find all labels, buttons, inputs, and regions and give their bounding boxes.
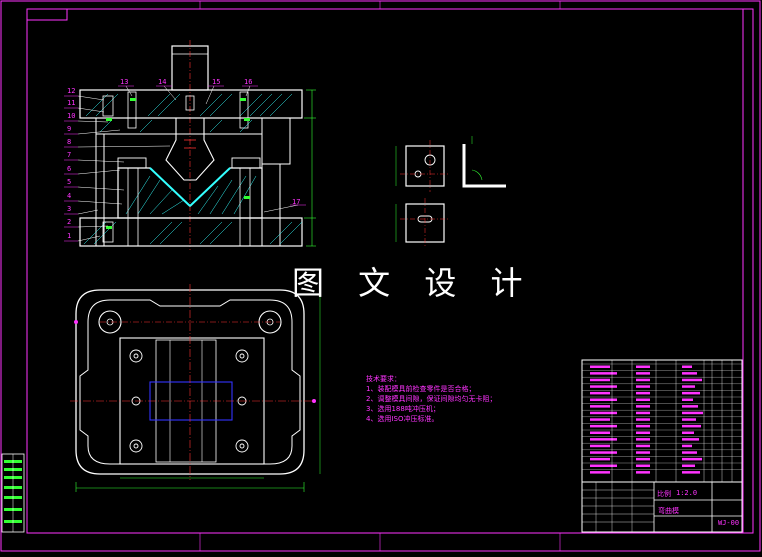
drawing-code: WJ-00: [718, 519, 740, 527]
part-number-label: 9: [67, 125, 72, 133]
front-section-view: [64, 40, 316, 250]
part-number-label: 11: [67, 99, 76, 107]
corner-code-box: [26, 8, 68, 21]
part-number-label: 1: [67, 232, 72, 240]
watermark-text: 图 文 设 计: [292, 264, 535, 302]
drawing-name: 弯曲模: [658, 507, 679, 515]
tech-note-3: 3、选用188吨冲压机；: [366, 405, 440, 413]
part-number-label: 16: [244, 78, 253, 86]
scale-label: 比例: [657, 490, 671, 498]
part-number-label: 14: [158, 78, 167, 86]
technical-notes: 技术要求： 1、装配模具前检查零件是否合格； 2、调整模具间隙，保证间隙均匀无卡…: [366, 374, 496, 424]
scale-value: 1:2.0: [676, 489, 698, 497]
part-number-label: 7: [67, 151, 72, 159]
part-number-label: 5: [67, 178, 72, 186]
inner-frame: [26, 8, 754, 534]
part-number-label: 10: [67, 112, 76, 120]
tech-notes-title: 技术要求：: [366, 375, 401, 383]
part-number-label: 15: [212, 78, 221, 86]
plan-view: [70, 284, 321, 492]
part-detail-views: [395, 136, 506, 248]
part-number-17: 17: [292, 198, 301, 206]
part-number-label: 13: [120, 78, 129, 86]
part-number-label: 6: [67, 165, 72, 173]
binding-strip: [1, 453, 25, 533]
tech-note-4: 4、选用ISO冲压标准。: [366, 415, 439, 423]
part-number-label: 8: [67, 138, 72, 146]
part-number-label: 12: [67, 87, 76, 95]
part-number-label: 2: [67, 218, 72, 226]
zone-marks: [199, 1, 561, 551]
bill-of-materials: [582, 360, 742, 482]
tech-note-1: 1、装配模具前检查零件是否合格；: [366, 385, 476, 393]
title-block: [581, 359, 743, 533]
part-number-label: 4: [67, 192, 72, 200]
tech-note-2: 2、调整模具间隙，保证间隙均匀无卡阻；: [366, 395, 497, 403]
part-number-label: 3: [67, 205, 72, 213]
